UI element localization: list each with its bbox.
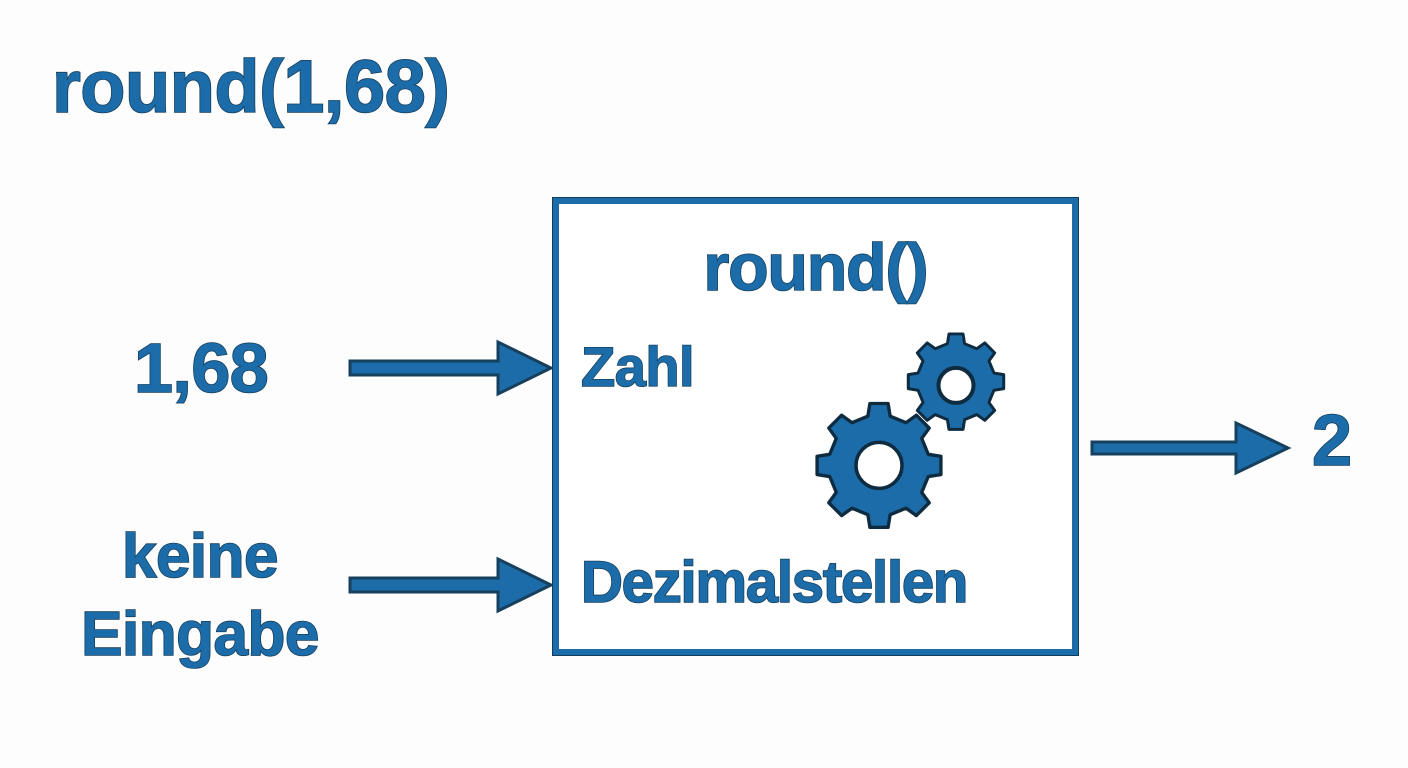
input-number-label: 1,68: [133, 329, 269, 407]
gears-icon: [815, 332, 1006, 530]
function-name-label: round(): [703, 230, 930, 304]
input-decimals-line-1: keine: [121, 521, 279, 592]
arrow-right-icon-output: [1090, 420, 1292, 476]
arrow-right-icon-input-number: [348, 339, 555, 397]
function-box-inner: round() Zahl Dezimalstellen: [559, 204, 1072, 649]
parameter-label-dezimalstellen: Dezimalstellen: [580, 550, 969, 615]
input-decimals-line-2: Eingabe: [80, 599, 320, 670]
gear-small: [906, 332, 1006, 431]
input-decimals-label: keine Eingabe: [60, 518, 340, 674]
gear-large: [815, 401, 943, 530]
function-box: round() Zahl Dezimalstellen: [552, 197, 1079, 656]
arrow-right-icon-input-decimals: [348, 556, 555, 614]
page-title: round(1,68): [51, 45, 451, 128]
output-value-label: 2: [1311, 401, 1353, 481]
parameter-label-zahl: Zahl: [580, 335, 695, 398]
